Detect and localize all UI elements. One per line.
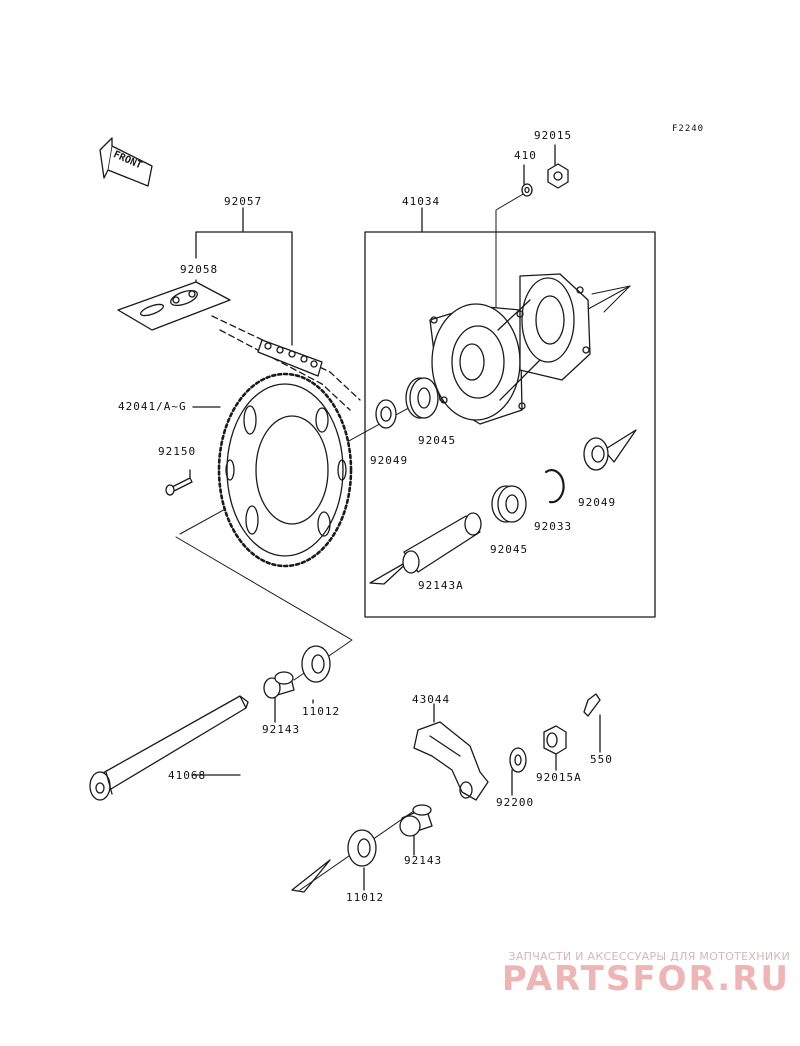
part-label-410: 410	[514, 149, 537, 162]
chain-adjuster-43044	[413, 721, 489, 801]
drive-chain-92057	[211, 315, 361, 411]
rear-hub-41034	[429, 273, 591, 425]
part-label-92049-upper: 92049	[370, 454, 409, 467]
chain-adjuster-washer-11012-right	[347, 829, 377, 867]
part-label-92150: 92150	[158, 445, 197, 458]
part-label-41068: 41068	[168, 769, 207, 782]
spacer-92143a	[402, 512, 482, 574]
circlip-92033	[544, 469, 565, 504]
cotter-pin-550	[583, 693, 601, 717]
part-label-92143a: 92143A	[418, 579, 464, 592]
part-label-11012-left: 11012	[302, 705, 341, 718]
part-label-92143-lower: 92143	[404, 854, 443, 867]
part-label-550: 550	[590, 753, 613, 766]
collar-92143-left	[263, 671, 295, 699]
watermark-brand: PARTSFOR.RU	[502, 959, 790, 999]
washer-92200	[509, 747, 527, 773]
part-label-11012-lower: 11012	[346, 891, 385, 904]
collar-92143-lower	[399, 804, 433, 837]
oil-seal-92049-upper	[375, 399, 397, 429]
rear-axle-41068	[89, 695, 249, 801]
chain-adjuster-washer-11012-left	[301, 645, 331, 683]
part-label-41034: 41034	[402, 195, 441, 208]
rear-sprocket-42041	[217, 372, 353, 568]
axle-nut-92015	[547, 163, 569, 189]
watermark-tagline: ЗАПЧАСТИ И АКСЕССУАРЫ ДЛЯ МОТОТЕХНИКИ	[508, 950, 790, 963]
part-label-92015a: 92015A	[536, 771, 582, 784]
part-label-92033: 92033	[534, 520, 573, 533]
part-label-43044: 43044	[412, 693, 451, 706]
hub-group-bracket	[364, 231, 656, 618]
part-label-92015: 92015	[534, 129, 573, 142]
bearing-92045-lower	[491, 485, 527, 523]
oil-seal-92049-lower	[583, 437, 609, 471]
bearing-92045-upper	[405, 377, 439, 419]
front-arrow-icon: FRONT	[99, 137, 153, 187]
figure-code: F2240	[672, 124, 705, 134]
chain-group-bracket	[195, 231, 293, 346]
part-label-92045-upper: 92045	[418, 434, 457, 447]
castle-nut-92015a	[543, 725, 567, 755]
part-label-92049-lower: 92049	[578, 496, 617, 509]
washer-410	[521, 183, 533, 197]
part-label-92057: 92057	[224, 195, 263, 208]
part-label-92058: 92058	[180, 263, 219, 276]
part-label-42041: 42041/A~G	[118, 400, 187, 413]
part-label-92045-lower: 92045	[490, 543, 529, 556]
sprocket-bolt-92150	[165, 477, 193, 496]
master-link-92058	[117, 281, 231, 331]
part-label-92143-left: 92143	[262, 723, 301, 736]
part-label-92200: 92200	[496, 796, 535, 809]
